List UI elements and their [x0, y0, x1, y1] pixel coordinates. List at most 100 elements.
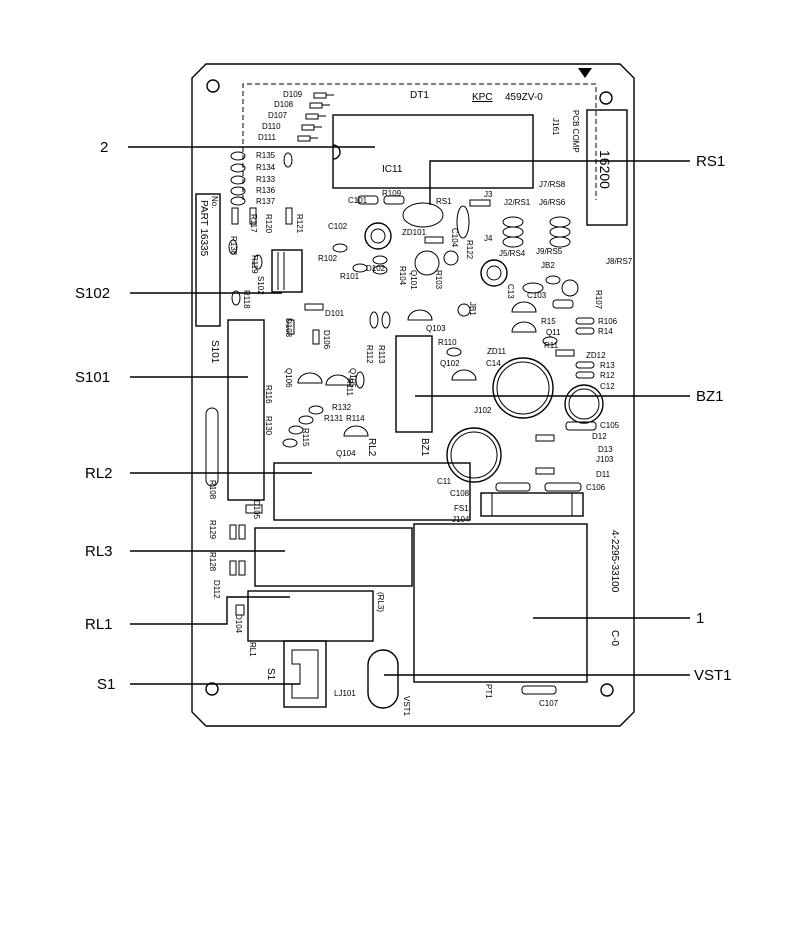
d108-label: D108 — [274, 100, 294, 109]
pt1-label: PT1 — [484, 684, 493, 699]
svg-text:D103: D103 — [284, 318, 293, 338]
svg-text:C14: C14 — [486, 359, 501, 368]
r137-label: R137 — [256, 197, 276, 206]
svg-text:R122: R122 — [465, 240, 474, 260]
resistor-fan — [230, 151, 293, 206]
c107-label: C107 — [539, 699, 559, 708]
svg-text:J102: J102 — [474, 406, 492, 415]
mounting-hole — [599, 91, 613, 105]
j161-label: J161 — [551, 118, 560, 136]
svg-text:ZD101: ZD101 — [402, 228, 427, 237]
svg-text:R101: R101 — [340, 272, 360, 281]
svg-text:R114: R114 — [346, 414, 365, 423]
svg-text:D12: D12 — [592, 432, 607, 441]
svg-text:R110: R110 — [438, 338, 457, 347]
board-rev: C-0 — [609, 630, 620, 647]
svg-text:R108: R108 — [208, 480, 217, 500]
svg-text:R111: R111 — [345, 378, 354, 396]
svg-text:Q102: Q102 — [440, 359, 460, 368]
svg-text:D106: D106 — [322, 330, 331, 350]
part-number-plate — [195, 193, 221, 327]
svg-text:J103: J103 — [596, 455, 614, 464]
pcb-comp-block — [586, 109, 628, 226]
svg-text:R131: R131 — [324, 414, 344, 423]
d109-label: D109 — [283, 90, 303, 99]
orientation-mark — [578, 68, 592, 78]
bz1-label: BZ1 — [419, 438, 430, 457]
svg-text:J9/RS5: J9/RS5 — [536, 247, 563, 256]
r101-part — [205, 407, 219, 487]
mounting-hole — [206, 79, 220, 93]
c14-capacitor — [492, 357, 554, 419]
svg-text:C102: C102 — [328, 222, 348, 231]
rl2-label: RL2 — [366, 438, 377, 457]
svg-text:C13: C13 — [506, 284, 515, 299]
svg-text:R14: R14 — [598, 327, 613, 336]
s102-switch — [271, 249, 303, 293]
svg-text:J6/RS6: J6/RS6 — [539, 198, 566, 207]
svg-text:R120: R120 — [264, 214, 273, 234]
svg-text:R115: R115 — [301, 428, 310, 447]
pcb-comp-label: PCB COMP — [571, 110, 580, 153]
svg-text:C103: C103 — [527, 291, 547, 300]
pt1-transformer — [413, 523, 588, 683]
svg-text:Q11: Q11 — [546, 328, 561, 337]
svg-text:R103: R103 — [434, 270, 443, 290]
svg-text:J3: J3 — [484, 190, 493, 199]
svg-text:D112: D112 — [212, 580, 221, 599]
svg-text:R116: R116 — [264, 385, 273, 404]
top-diode-stack — [297, 92, 334, 142]
svg-text:D101: D101 — [325, 309, 345, 318]
board-outline — [191, 63, 635, 727]
svg-text:R118: R118 — [242, 290, 251, 309]
svg-text:C11: C11 — [437, 477, 452, 486]
mounting-hole — [600, 683, 614, 697]
callout-bz1: BZ1 — [696, 388, 724, 405]
callout-2: 2 — [100, 139, 108, 156]
svg-text:ZD11: ZD11 — [487, 347, 507, 356]
rl3-relay — [254, 527, 413, 587]
svg-text:R121: R121 — [295, 214, 304, 234]
svg-text:D104: D104 — [234, 614, 243, 634]
fs1-fuse — [480, 492, 584, 517]
s1-connector — [283, 640, 327, 708]
d107-label: D107 — [268, 111, 288, 120]
callout-rs1: RS1 — [696, 153, 725, 170]
kpc-code: 459ZV-0 — [505, 92, 543, 103]
kpc-label: KPC — [472, 92, 493, 103]
vst1-varistor — [367, 649, 399, 709]
svg-text:R130: R130 — [264, 416, 273, 436]
bz1-buzzer — [395, 335, 433, 433]
svg-text:D102: D102 — [366, 264, 386, 273]
rl3-label: (RL3) — [376, 592, 385, 612]
svg-text:J4: J4 — [484, 234, 493, 243]
svg-text:J5/RS4: J5/RS4 — [499, 249, 526, 258]
svg-text:R117: R117 — [249, 214, 258, 233]
lj101-label: LJ101 — [334, 689, 356, 698]
callout-s101: S101 — [75, 369, 110, 386]
ic11-notch — [332, 144, 341, 160]
svg-text:Q101: Q101 — [409, 270, 418, 290]
callout-rl1: RL1 — [85, 616, 113, 633]
svg-text:R107: R107 — [594, 290, 603, 310]
svg-text:R106: R106 — [598, 317, 618, 326]
board-code: 4-2295-33100 — [609, 530, 620, 593]
svg-text:J7/RS8: J7/RS8 — [539, 180, 566, 189]
code-16200: 16200 — [597, 150, 613, 189]
svg-text:R128: R128 — [208, 552, 217, 572]
component-labels: C101 R109 RS1 C102 ZD101 R102 R101 D102 … — [208, 180, 633, 634]
svg-text:JB1: JB1 — [468, 302, 477, 316]
s1-label: S1 — [265, 668, 276, 681]
callout-rl3: RL3 — [85, 543, 113, 560]
svg-text:D11: D11 — [596, 470, 611, 479]
small-components — [228, 195, 597, 695]
svg-text:R113: R113 — [377, 345, 386, 364]
svg-text:D105: D105 — [252, 500, 261, 520]
svg-text:Q106: Q106 — [284, 368, 293, 388]
d110-label: D110 — [262, 122, 281, 131]
callout-s102: S102 — [75, 285, 110, 302]
svg-text:R132: R132 — [332, 403, 352, 412]
svg-text:R109: R109 — [382, 189, 402, 198]
svg-text:R102: R102 — [318, 254, 338, 263]
svg-text:R138: R138 — [229, 236, 238, 256]
